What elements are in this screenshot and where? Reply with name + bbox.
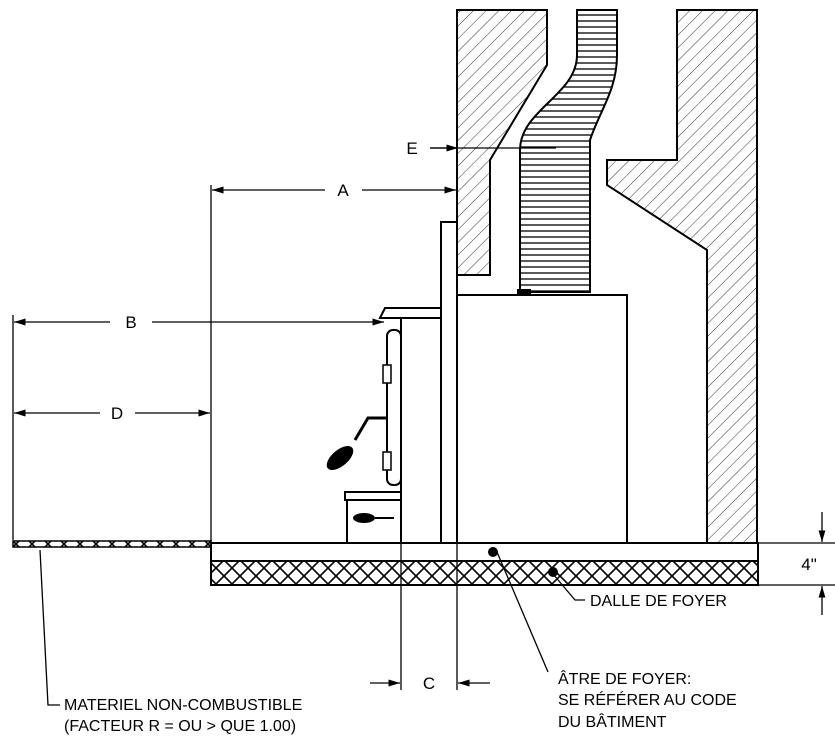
masonry-back-wall xyxy=(606,9,758,544)
hearth-note-line2: SE RÉFÉRER AU CODE xyxy=(558,690,737,709)
ash-drawer-top xyxy=(344,491,402,501)
insert-body xyxy=(456,294,628,544)
door-hinge-bottom xyxy=(382,451,392,471)
hearth-note-line1: ÂTRE DE FOYER: xyxy=(558,669,691,688)
material-note-line2: (FACTEUR R = OU > QUE 1.00) xyxy=(64,718,296,735)
ash-drawer xyxy=(346,499,402,544)
hearth-marker-dot xyxy=(488,547,498,557)
ash-drawer-handle xyxy=(353,513,375,523)
door-hinge-top xyxy=(382,364,392,384)
door-handle-knob xyxy=(326,446,354,470)
dimension-a-label: A xyxy=(337,181,349,200)
dimension-d-label: D xyxy=(111,404,123,423)
hearth-note-line3: DU BÂTIMENT xyxy=(558,712,667,731)
surround-panel xyxy=(440,221,458,544)
slab-marker-dot xyxy=(548,567,558,577)
material-note-line1: MATERIEL NON-COMBUSTIBLE xyxy=(64,697,302,714)
stove-top xyxy=(378,307,442,319)
liner-collar xyxy=(517,289,531,295)
dimension-height-label: 4" xyxy=(801,555,817,574)
door-handle xyxy=(353,416,387,441)
non-combustible-floor-protector xyxy=(12,540,212,548)
hearth-extension xyxy=(210,542,759,562)
dimension-b-label: B xyxy=(125,313,136,332)
dimension-e-label: E xyxy=(406,139,417,158)
slab-note: DALLE DE FOYER xyxy=(590,593,727,610)
dimension-c-label: C xyxy=(423,674,435,693)
stove-front xyxy=(400,317,442,544)
hearth-slab xyxy=(210,560,759,586)
